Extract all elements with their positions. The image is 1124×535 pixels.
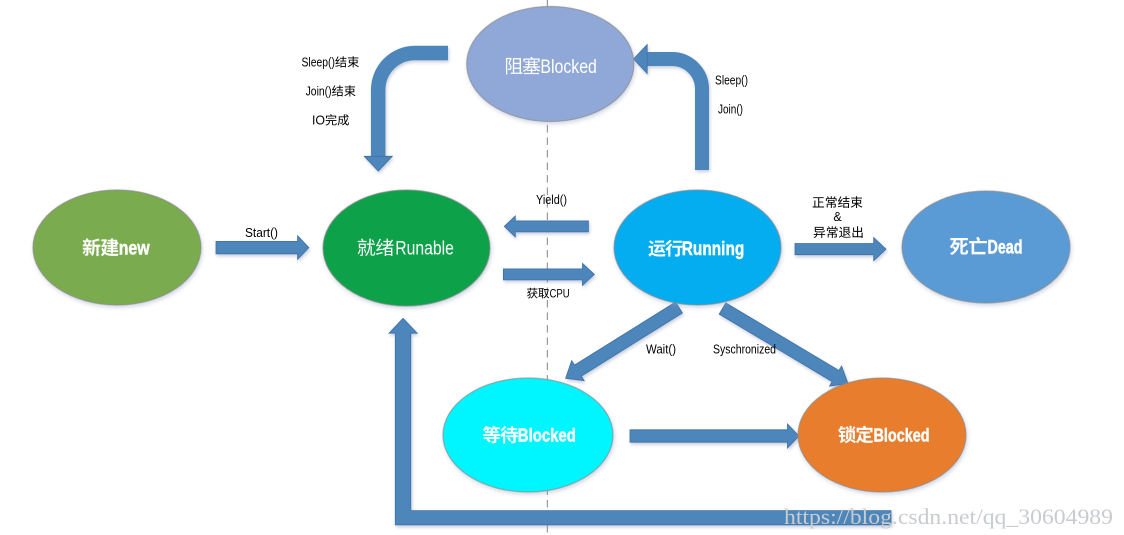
svg-text:https://blog.csdn.net/qq_30604: https://blog.csdn.net/qq_30604989	[784, 504, 1113, 529]
svg-text:Dead: Dead	[988, 237, 1023, 259]
svg-text:Running: Running	[682, 238, 745, 260]
svg-text:Yield(): Yield()	[536, 193, 567, 207]
svg-text:Sleep(): Sleep()	[715, 74, 748, 88]
svg-text:Blocked: Blocked	[518, 425, 576, 446]
svg-text:Wait(): Wait()	[646, 343, 676, 357]
svg-text:Runable: Runable	[395, 238, 454, 260]
svg-text:&: &	[833, 210, 842, 224]
svg-text:Join(): Join()	[306, 85, 332, 99]
svg-text:Blocked: Blocked	[540, 56, 597, 78]
svg-text:Blocked: Blocked	[874, 425, 930, 446]
svg-text:Start(): Start()	[245, 226, 278, 240]
svg-text:Sleep(): Sleep()	[302, 56, 335, 70]
svg-text:CPU: CPU	[550, 287, 570, 301]
svg-text:Join(): Join()	[718, 103, 743, 117]
svg-text:new: new	[119, 239, 150, 260]
svg-text:Syschronized: Syschronized	[713, 343, 776, 357]
svg-text:IO: IO	[312, 114, 325, 128]
